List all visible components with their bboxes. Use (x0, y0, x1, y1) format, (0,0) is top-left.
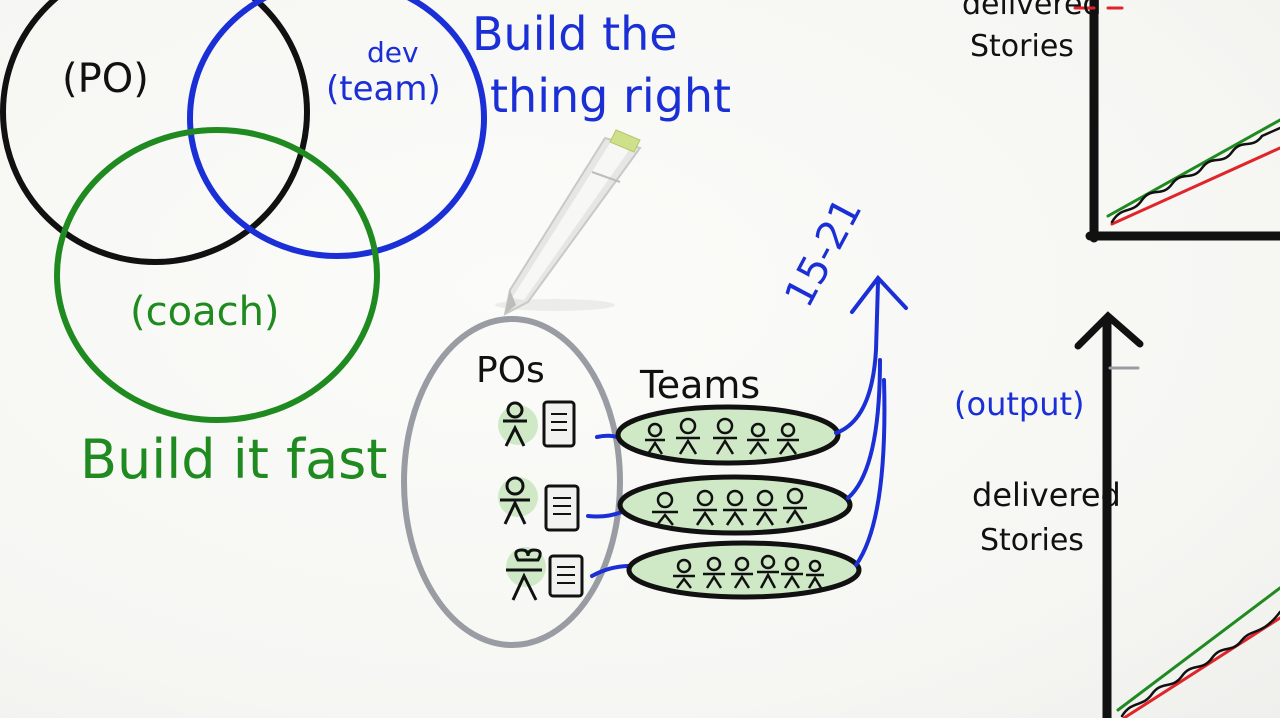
po-circle (0, 0, 310, 265)
pos-group-outline (401, 316, 623, 648)
bottom-chart-red-line (1122, 616, 1280, 718)
build-fast-label: Build it fast (80, 428, 387, 491)
top-chart (1073, 0, 1280, 243)
venn-diagram (0, 0, 487, 423)
top-chart-red-line (1110, 146, 1280, 226)
team-3 (626, 540, 862, 600)
po-person-1 (498, 400, 576, 448)
teams-label: Teams (639, 363, 760, 407)
po-person-2 (498, 476, 580, 532)
bottom-chart-ylabel-2: Stories (980, 523, 1084, 558)
bottom-chart-green-line (1116, 586, 1280, 712)
po-person-3 (506, 547, 584, 601)
dev-label: dev (367, 36, 419, 69)
output-arrow (834, 274, 908, 567)
bottom-chart-y-arrowhead (1074, 311, 1144, 350)
bottom-chart (1074, 311, 1280, 718)
pos-label: POs (476, 350, 545, 391)
top-chart-green-line (1106, 118, 1280, 218)
team-label: (team) (326, 69, 441, 109)
build-right-line-1: Build the (472, 7, 678, 61)
team-count-label: 15-21 (776, 190, 871, 314)
po-label: (PO) (62, 56, 149, 102)
top-chart-ylabel-2: Stories (970, 29, 1074, 64)
coach-circle (54, 127, 380, 423)
build-right-line-2: thing right (490, 69, 731, 123)
top-chart-ylabel-1: delivered (962, 0, 1102, 22)
bottom-chart-output-label: (output) (954, 385, 1085, 423)
dev-circle (187, 0, 487, 259)
top-chart-actual-line (1110, 126, 1280, 224)
stylus-pen (495, 129, 642, 316)
team-1 (615, 404, 841, 466)
team-2 (617, 474, 853, 536)
bottom-chart-actual-line (1120, 610, 1280, 718)
coach-label: (coach) (130, 289, 280, 335)
bottom-chart-ylabel-1: delivered (972, 476, 1121, 514)
